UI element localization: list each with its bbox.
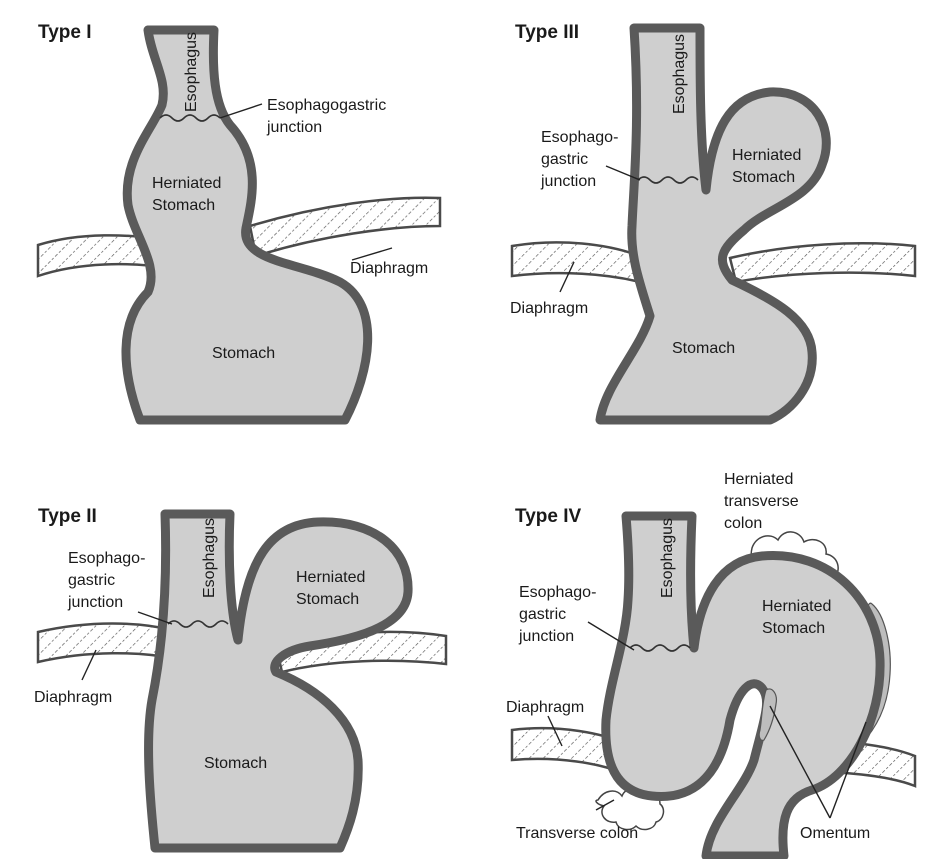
gastroesophageal-junction-line — [167, 620, 229, 628]
herniated-colon-label: colon — [724, 515, 762, 532]
leader-line — [829, 721, 867, 819]
leader-line — [547, 715, 563, 747]
gastroesophageal-junction-line — [637, 176, 699, 184]
diaphragm-shape — [248, 196, 442, 258]
diaphragm-shape — [510, 241, 642, 284]
junction-label: Esophago- — [68, 550, 145, 567]
diaphragm-label: Diaphragm — [34, 689, 112, 706]
panel-type-4: Type IV Esophagus Esophago- gastric junc… — [506, 471, 917, 859]
junction-label: junction — [540, 173, 596, 190]
omentum-shape — [758, 688, 777, 741]
leader-line — [137, 611, 173, 625]
panel-title: Type III — [515, 22, 579, 43]
esophagus-label: Esophagus — [671, 34, 688, 114]
herniated-stomach-label: Herniated — [732, 147, 801, 164]
stomach-label: Stomach — [204, 755, 267, 772]
herniated-stomach-label: Stomach — [762, 620, 825, 637]
herniated-stomach-label: Stomach — [296, 591, 359, 608]
herniated-stomach-label: Herniated — [152, 175, 221, 192]
panel-title: Type I — [38, 22, 92, 43]
leader-line — [769, 705, 831, 819]
junction-label: Esophagogastric — [267, 97, 386, 114]
stomach-label: Stomach — [672, 340, 735, 357]
herniated-stomach-label: Stomach — [732, 169, 795, 186]
junction-label: Esophago- — [541, 129, 618, 146]
junction-label: gastric — [519, 606, 566, 623]
herniated-stomach-label: Herniated — [296, 569, 365, 586]
leader-line — [605, 165, 641, 181]
panel-title: Type II — [38, 506, 97, 527]
diaphragm-shape — [728, 242, 917, 284]
panel-title: Type IV — [515, 506, 581, 527]
omentum-label: Omentum — [800, 825, 870, 842]
panel-type-1: Type I Esophagus Esophagogastric junctio… — [36, 22, 442, 425]
herniated-colon-label: Herniated — [724, 471, 793, 488]
herniated-stomach-label: Stomach — [152, 197, 215, 214]
stomach-label: Stomach — [212, 345, 275, 362]
junction-label: Esophago- — [519, 584, 596, 601]
esophagus-label: Esophagus — [659, 518, 676, 598]
gastroesophageal-junction-line — [159, 114, 221, 122]
transverse-colon-label: Transverse colon — [516, 825, 638, 842]
panel-type-2: Type II Esophagus Esophago- gastric junc… — [34, 506, 448, 853]
esophagus-label: Esophagus — [201, 518, 218, 598]
leader-line — [81, 649, 97, 681]
panel-type-3: Type III Esophagus Esophago- gastric jun… — [510, 22, 917, 425]
stomach-shape — [595, 23, 831, 425]
leader-line — [587, 621, 635, 651]
diaphragm-label: Diaphragm — [506, 699, 584, 716]
gastroesophageal-junction-line — [629, 644, 691, 652]
diaphragm-shape — [36, 622, 174, 664]
leader-line — [219, 103, 263, 119]
junction-label: junction — [67, 594, 123, 611]
junction-label: junction — [518, 628, 574, 645]
stomach-shape — [144, 509, 413, 853]
junction-label: gastric — [68, 572, 115, 589]
leader-line — [595, 799, 615, 811]
stomach-shape — [601, 511, 885, 859]
leader-line — [351, 247, 393, 261]
herniated-stomach-label: Herniated — [762, 598, 831, 615]
junction-label: junction — [266, 119, 322, 136]
diaphragm-label: Diaphragm — [510, 300, 588, 317]
junction-label: gastric — [541, 151, 588, 168]
esophagus-label: Esophagus — [183, 32, 200, 112]
leader-line — [559, 261, 575, 293]
herniated-colon-label: transverse — [724, 493, 799, 510]
diaphragm-label: Diaphragm — [350, 260, 428, 277]
stomach-shape — [121, 25, 373, 425]
